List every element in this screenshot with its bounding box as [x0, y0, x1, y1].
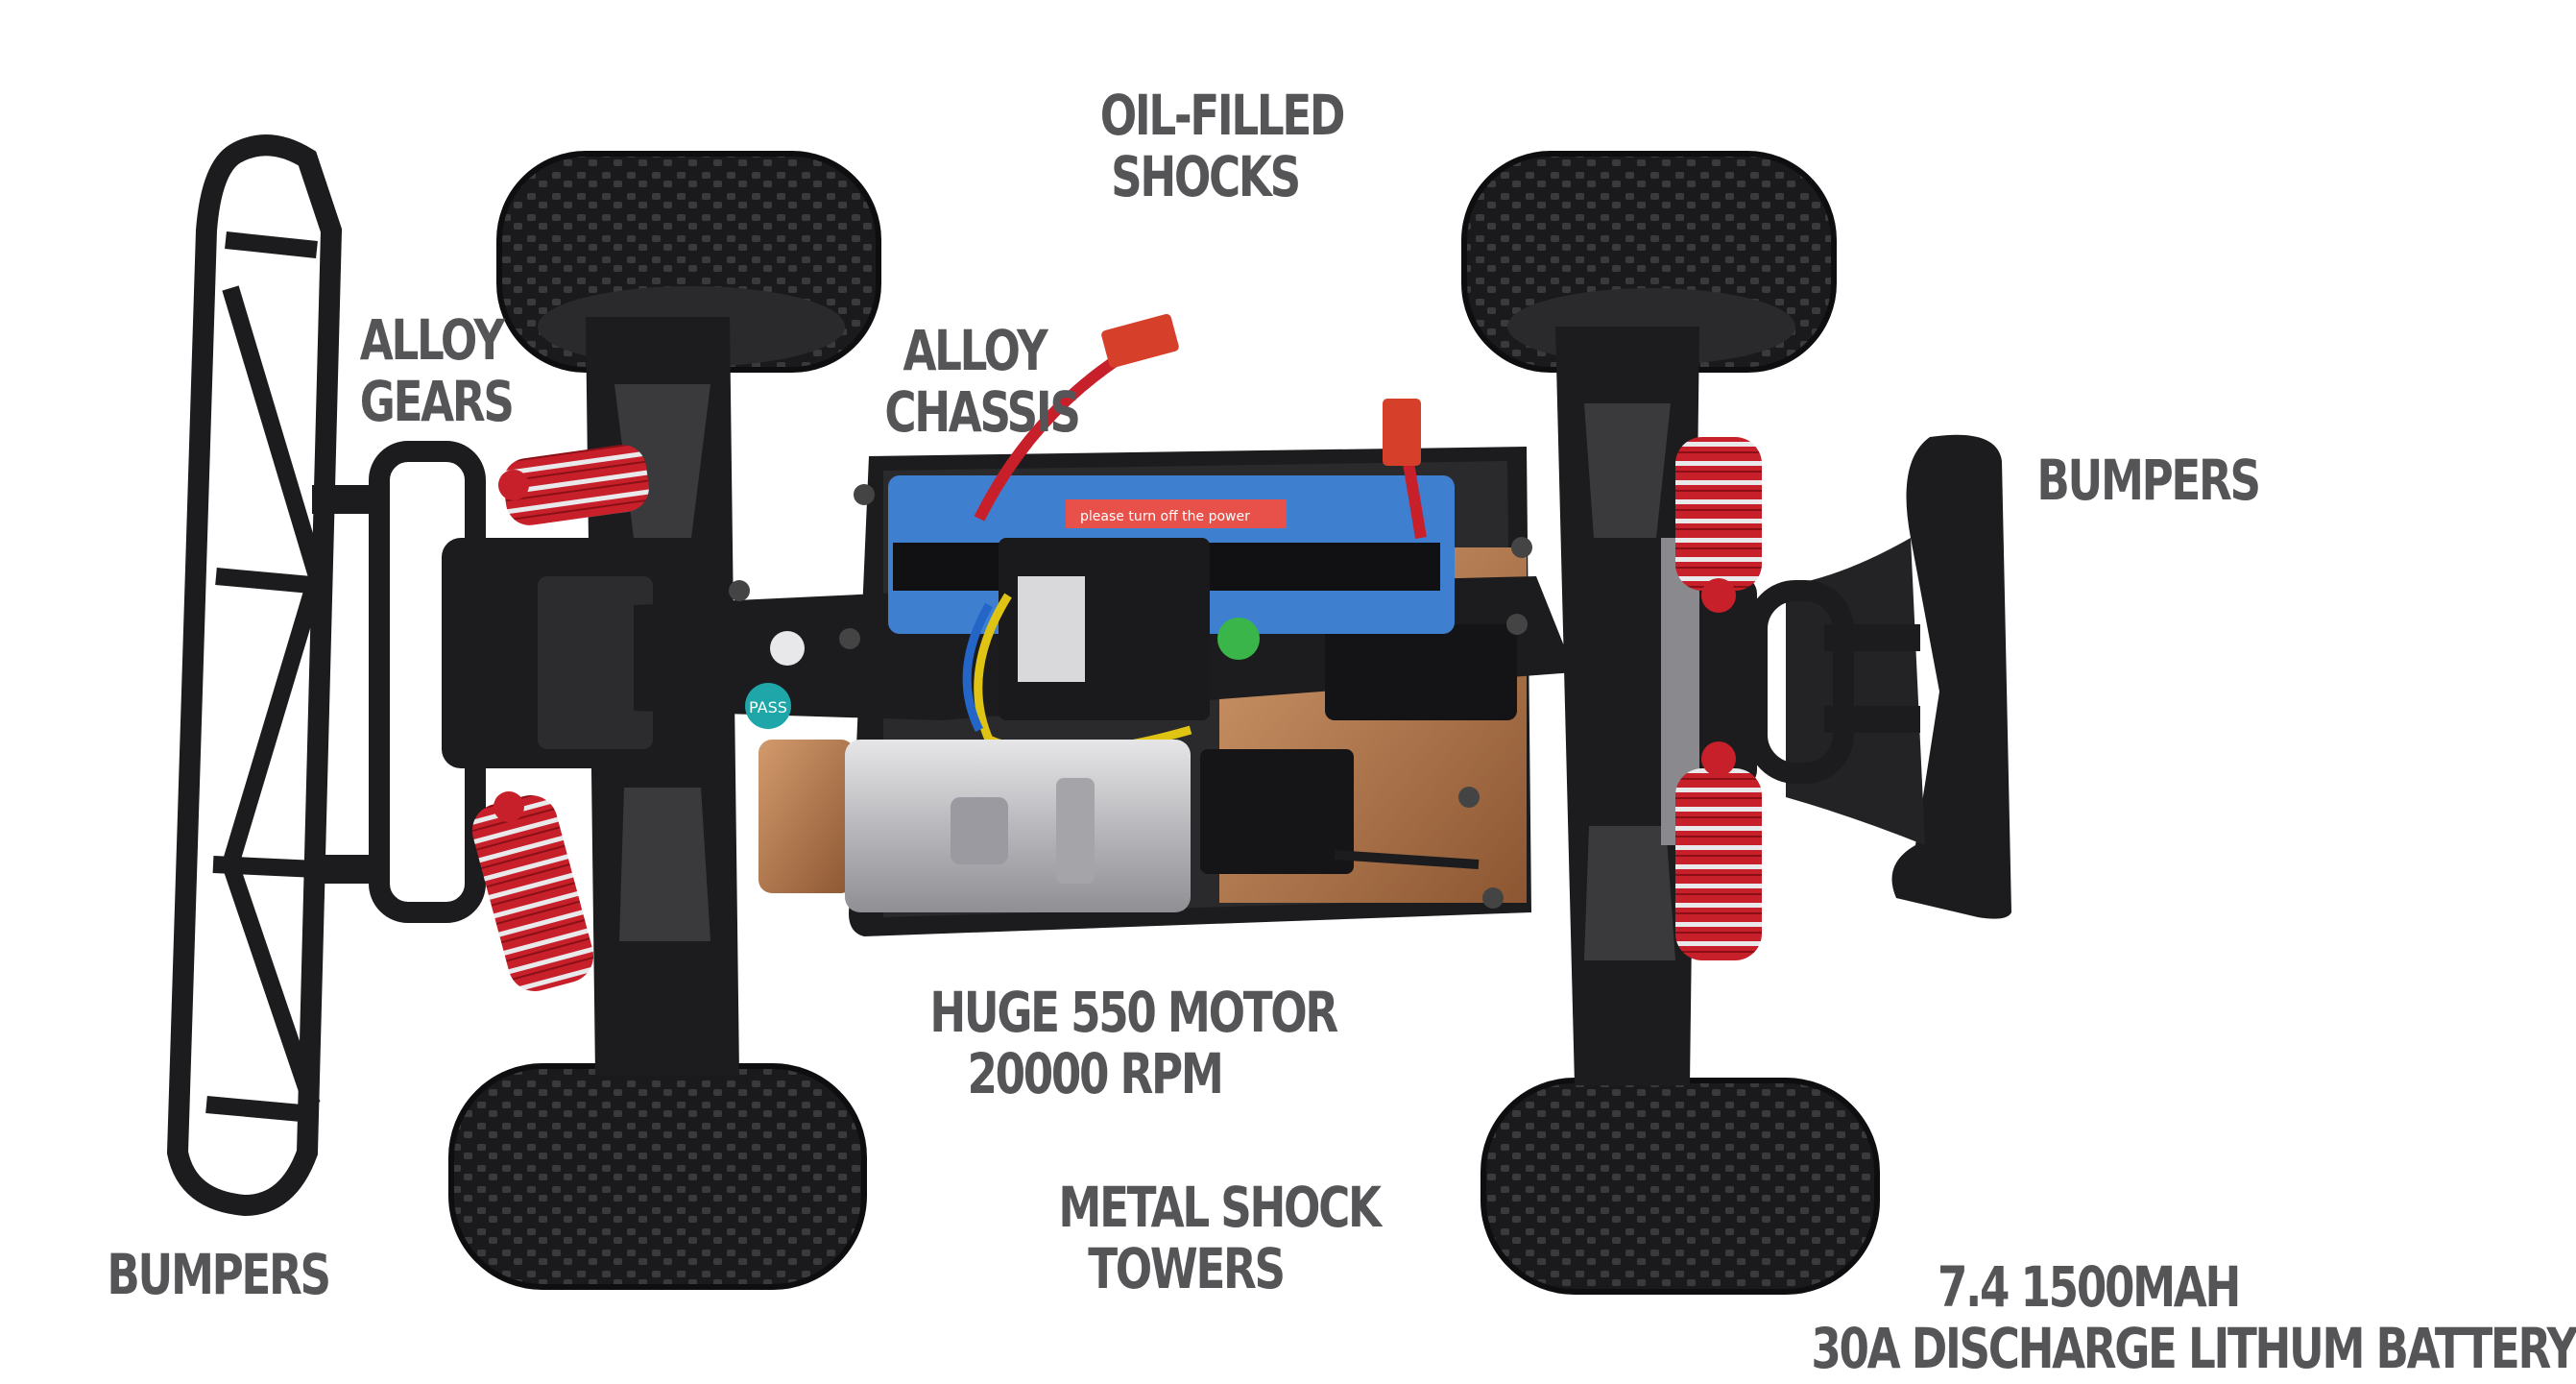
label-battery: 7.4 1500MAH 30A DISCHARGE LITHUM BATTERY — [1811, 1254, 2576, 1381]
battery-wires — [974, 313, 1427, 539]
label-line: 30A DISCHARGE LITHUM BATTERY — [1811, 1316, 2576, 1381]
label-huge-motor: HUGE 550 MOTOR 20000 RPM — [929, 980, 1338, 1106]
label-line: ALLOY — [359, 307, 505, 373]
front-top-shock — [1675, 437, 1762, 613]
label-line: OIL-FILLED — [1099, 83, 1346, 148]
rear-top-shock — [498, 445, 649, 525]
label-line: SHOCKS — [1111, 144, 1301, 209]
label-line: CHASSIS — [884, 379, 1081, 445]
label-line: GEARS — [359, 369, 515, 434]
battery-sticker-text: please turn off the power — [1080, 509, 1250, 524]
label-alloy-gears: ALLOY GEARS — [359, 307, 515, 434]
label-bumpers-left: BUMPERS — [107, 1242, 331, 1307]
label-line: METAL SHOCK — [1058, 1175, 1382, 1240]
rear-left-bottom-tire — [448, 1063, 867, 1290]
label-line: TOWERS — [1088, 1236, 1286, 1301]
rear-bottom-shock — [471, 791, 594, 991]
servo — [1200, 749, 1480, 874]
label-line: ALLOY — [903, 318, 1048, 383]
rc-car-photo: please turn off the power PASS — [166, 134, 2011, 1295]
label-line: 20000 RPM — [967, 1041, 1223, 1106]
label-line: BUMPERS — [2036, 448, 2261, 513]
label-bumpers-right: BUMPERS — [2036, 448, 2261, 513]
label-line: BUMPERS — [107, 1242, 331, 1307]
chassis-screws — [729, 484, 1532, 909]
motor — [758, 740, 1191, 912]
esc-module: PASS — [745, 538, 1260, 757]
front-bumper — [1746, 434, 2011, 919]
label-line: 7.4 1500MAH — [1938, 1254, 2241, 1320]
label-alloy-chassis: ALLOY CHASSIS — [884, 318, 1081, 445]
label-oil-filled-shocks: OIL-FILLED SHOCKS — [1099, 83, 1346, 209]
label-line: HUGE 550 MOTOR — [929, 980, 1338, 1045]
pass-sticker-text: PASS — [749, 698, 787, 716]
front-bottom-shock — [1675, 741, 1762, 960]
left-bumper — [166, 134, 486, 1217]
label-metal-shock-towers: METAL SHOCK TOWERS — [1058, 1175, 1382, 1301]
